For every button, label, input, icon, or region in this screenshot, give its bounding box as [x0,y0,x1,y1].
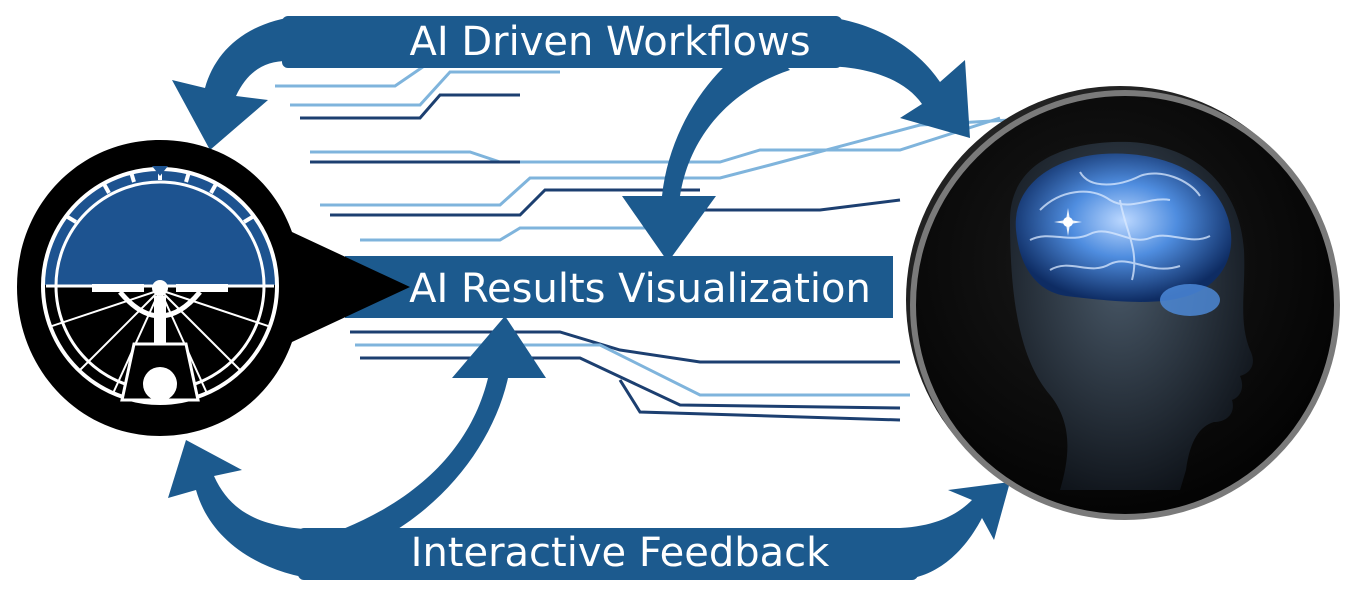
attitude-indicator-icon [17,140,410,436]
top-banner [282,16,842,68]
circuit-lines [275,60,1011,422]
top-label: AI Driven Workflows [409,19,810,65]
middle-banner [345,256,893,318]
bottom-right-arrow [900,482,1010,580]
middle-label: AI Results Visualization [409,266,871,312]
inner-up-arrow [300,316,546,560]
bottom-banner [298,528,918,580]
bottom-left-arrow [168,440,320,580]
bottom-label: Interactive Feedback [411,530,831,576]
top-left-arrow [172,16,300,150]
inner-down-arrow [622,40,790,262]
workflow-arrows [168,16,1010,580]
top-right-arrow [820,16,970,138]
brain-head-icon [906,86,1340,520]
